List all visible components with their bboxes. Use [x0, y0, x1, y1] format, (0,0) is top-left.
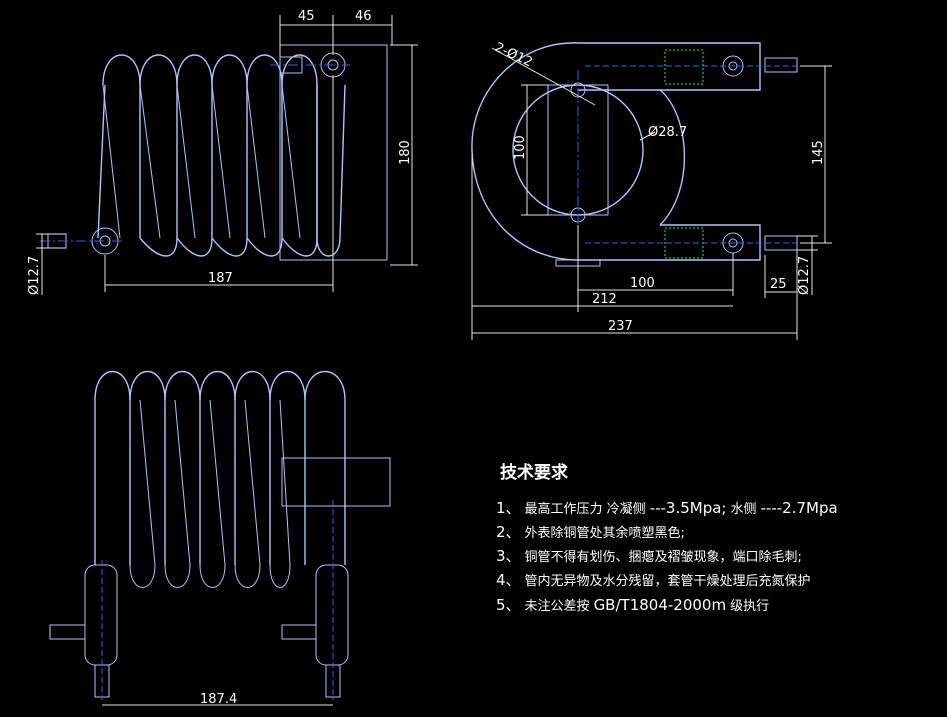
- dim-187-4: 187.4: [200, 692, 237, 707]
- bottom-coil-turns: [94, 371, 346, 588]
- dim-side-pipe-dia: Ø12.7: [797, 256, 812, 295]
- side-outer-ring: [471, 42, 761, 261]
- dim-side-100: 100: [630, 276, 655, 291]
- dim-45: 45: [298, 9, 315, 24]
- side-view: 2-Ø12 Ø28.7 100 145 100 212 237 25: [471, 40, 832, 340]
- bottom-right-stub: [281, 624, 317, 640]
- technical-requirements: 技术要求 1、 最高工作压力 冷凝侧 ---3.5Mpa; 水侧 ----2.7…: [496, 462, 838, 614]
- dim-25: 25: [770, 277, 787, 292]
- notes-title: 技术要求: [500, 462, 568, 483]
- note-2: 2、 外表除铜管处其余喷塑黑色;: [496, 523, 685, 541]
- bottom-left-sleeve: [84, 564, 118, 666]
- dim-212: 212: [592, 292, 617, 307]
- front-view: 45 46 180 187 Ø12.7: [27, 9, 418, 295]
- side-top-sleeve: [664, 49, 704, 85]
- side-top-stub: [764, 57, 798, 73]
- bottom-left-stub: [49, 624, 86, 640]
- front-dimensions: 45 46 180 187 Ø12.7: [27, 9, 418, 295]
- note-5: 5、 未注公差按 GB/T1804-2000m 级执行: [496, 596, 769, 614]
- note-4: 4、 管内无异物及水分残留，套管干燥处理后充氮保护: [496, 571, 811, 589]
- note-1: 1、 最高工作压力 冷凝侧 ---3.5Mpa; 水侧 ----2.7Mpa: [496, 499, 838, 517]
- dim-inner-dia: Ø28.7: [648, 125, 687, 140]
- dim-front-pipe-dia: Ø12.7: [27, 256, 42, 295]
- bottom-bracket: [281, 457, 391, 507]
- dim-46: 46: [355, 9, 372, 24]
- dim-237: 237: [608, 319, 633, 334]
- front-coil-turns: [97, 54, 346, 257]
- note-3: 3、 铜管不得有划伤、捆瘪及褶皱现象，端口除毛刺;: [496, 547, 802, 565]
- dim-145: 145: [811, 140, 826, 165]
- dim-180: 180: [398, 140, 413, 165]
- dim-2-holes: 2-Ø12: [492, 40, 534, 70]
- bottom-right-sleeve: [315, 564, 349, 666]
- bottom-view: 187.4: [49, 371, 391, 707]
- dim-inner-100: 100: [513, 135, 528, 160]
- dim-187: 187: [208, 271, 233, 286]
